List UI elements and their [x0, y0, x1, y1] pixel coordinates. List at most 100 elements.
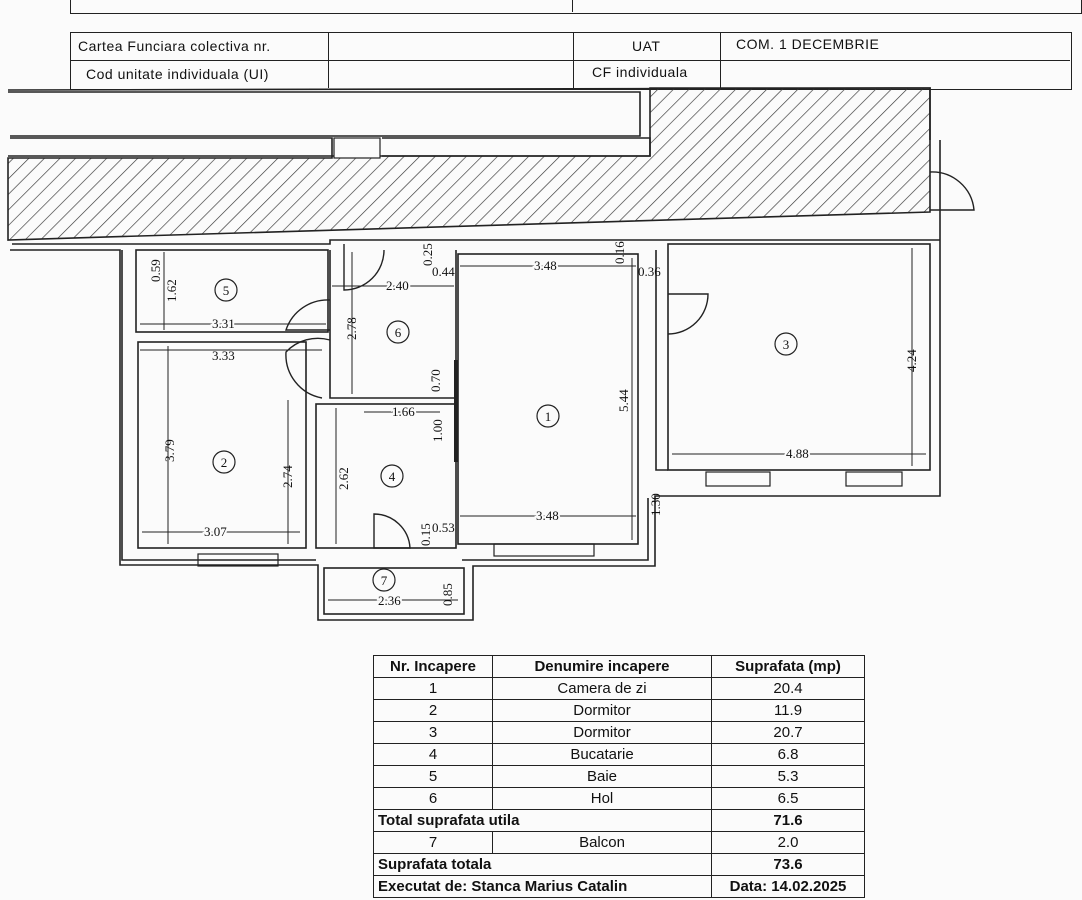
hatched-wall — [7, 87, 931, 241]
dim-0-25: 0.25 — [420, 243, 435, 266]
room-6-circle — [386, 320, 410, 344]
balcon-area: 2.0 — [711, 831, 865, 854]
date-label: Data: 14.02.2025 — [711, 875, 865, 898]
exterior-wall-outer — [10, 140, 941, 621]
balcon-nr: 7 — [373, 831, 493, 854]
table-row: 2 Dormitor 11.9 — [373, 699, 865, 722]
total-util-value: 71.6 — [711, 809, 865, 832]
total-util-row: Total suprafata utila 71.6 — [373, 809, 865, 832]
table-row: 6 Hol 6.5 — [373, 787, 865, 810]
dim-0-36: 0.36 — [638, 264, 661, 279]
row-nr: 4 — [373, 743, 493, 766]
balcon-row: 7 Balcon 2.0 — [373, 831, 865, 854]
row-name: Camera de zi — [492, 677, 712, 700]
dim-0-53: 0.53 — [432, 520, 455, 535]
row-area: 11.9 — [711, 699, 865, 722]
table-row: 5 Baie 5.3 — [373, 765, 865, 788]
row-name: Bucatarie — [492, 743, 712, 766]
surface-table: Nr. Incapere Denumire incapere Suprafata… — [373, 655, 865, 898]
dim-2-36: 2.36 — [378, 593, 401, 608]
room-1-outline — [457, 253, 639, 545]
table-header-name: Denumire incapere — [492, 655, 712, 678]
room-2-circle — [212, 450, 236, 474]
door-room-2 — [285, 337, 331, 399]
cf-colectiva-label: Cartea Funciara colectiva nr. — [78, 38, 271, 54]
cf-individuala-label: CF individuala — [592, 64, 688, 80]
room-3-circle — [774, 332, 798, 356]
room-7-outline — [323, 567, 465, 615]
room-7-circle — [372, 568, 396, 592]
dim-3-07: 3.07 — [204, 524, 227, 539]
room-7-number: 7 — [381, 573, 388, 588]
floor-plan: 1 2 3 4 5 6 7 3.48 0.25 0.44 0.16 0.36 2… — [7, 87, 975, 621]
partition-2 — [121, 250, 316, 561]
dim-3-79: 3.79 — [162, 439, 177, 462]
footer-row: Executat de: Stanca Marius Catalin Data:… — [373, 875, 865, 898]
window-room-2 — [197, 553, 279, 567]
cod-ui-label: Cod unitate individuala (UI) — [86, 66, 269, 82]
dim-3-48-top: 3.48 — [534, 258, 557, 273]
dim-0-85: 0.85 — [440, 583, 455, 606]
partition-1 — [655, 250, 668, 471]
room-5-outline — [135, 249, 329, 333]
window-room-3b — [845, 471, 903, 487]
room-2-outline — [137, 341, 307, 549]
row-area: 6.8 — [711, 743, 865, 766]
dim-2-62: 2.62 — [336, 467, 351, 490]
total-util-label: Total suprafata utila — [373, 809, 712, 832]
corridor-inner-2 — [382, 137, 651, 157]
row-area: 6.5 — [711, 787, 865, 810]
row-name: Hol — [492, 787, 712, 810]
table-row: 1 Camera de zi 20.4 — [373, 677, 865, 700]
room-4-number: 4 — [389, 469, 396, 484]
window-room-1 — [493, 543, 595, 557]
row-nr: 6 — [373, 787, 493, 810]
corridor-inner — [8, 137, 333, 157]
header-col-divider-1 — [328, 32, 329, 88]
header-col-divider-3 — [720, 32, 721, 88]
row-nr: 2 — [373, 699, 493, 722]
row-name: Dormitor — [492, 699, 712, 722]
header-col-divider-2 — [573, 32, 574, 88]
door-balcony — [373, 513, 411, 549]
room-1-number: 1 — [545, 409, 552, 424]
uat-value: COM. 1 DECEMBRIE — [736, 36, 880, 52]
dim-5-44: 5.44 — [616, 389, 631, 412]
dim-3-33: 3.33 — [212, 348, 235, 363]
room-3-outline — [667, 243, 931, 471]
dim-1-66: 1.66 — [392, 404, 415, 419]
window-room-3a — [705, 471, 771, 487]
row-nr: 5 — [373, 765, 493, 788]
row-area: 5.3 — [711, 765, 865, 788]
dim-3-31: 3.31 — [212, 316, 235, 331]
executed-by: Executat de: Stanca Marius Catalin — [373, 875, 712, 898]
dim-0-16: 0.16 — [612, 241, 627, 264]
table-header-row: Nr. Incapere Denumire incapere Suprafata… — [373, 655, 865, 678]
room-2-number: 2 — [221, 455, 228, 470]
room-4-circle — [380, 464, 404, 488]
table-row: 4 Bucatarie 6.8 — [373, 743, 865, 766]
room-1-circle — [536, 404, 560, 428]
row-name: Baie — [492, 765, 712, 788]
corridor-outline — [8, 91, 641, 137]
total-label: Suprafata totala — [373, 853, 712, 876]
dim-0-70: 0.70 — [428, 369, 443, 392]
door-room-3 — [667, 293, 709, 335]
room-3-number: 3 — [783, 337, 790, 352]
dim-0-44: 0.44 — [432, 264, 455, 279]
dim-1-30: 1.30 — [648, 493, 663, 516]
door-hol — [343, 244, 385, 291]
total-row: Suprafata totala 73.6 — [373, 853, 865, 876]
header-row-divider — [70, 60, 1070, 61]
door-room-5 — [285, 299, 331, 331]
dim-0-59: 0.59 — [148, 259, 163, 282]
table-header-nr: Nr. Incapere — [373, 655, 493, 678]
room-5-number: 5 — [223, 283, 230, 298]
row-nr: 3 — [373, 721, 493, 744]
room-6-walls — [329, 250, 457, 399]
corridor-gap — [333, 137, 381, 159]
row-area: 20.7 — [711, 721, 865, 744]
dim-2-78: 2.78 — [344, 317, 359, 340]
door-stair — [929, 171, 975, 211]
table-header-area: Suprafata (mp) — [711, 655, 865, 678]
